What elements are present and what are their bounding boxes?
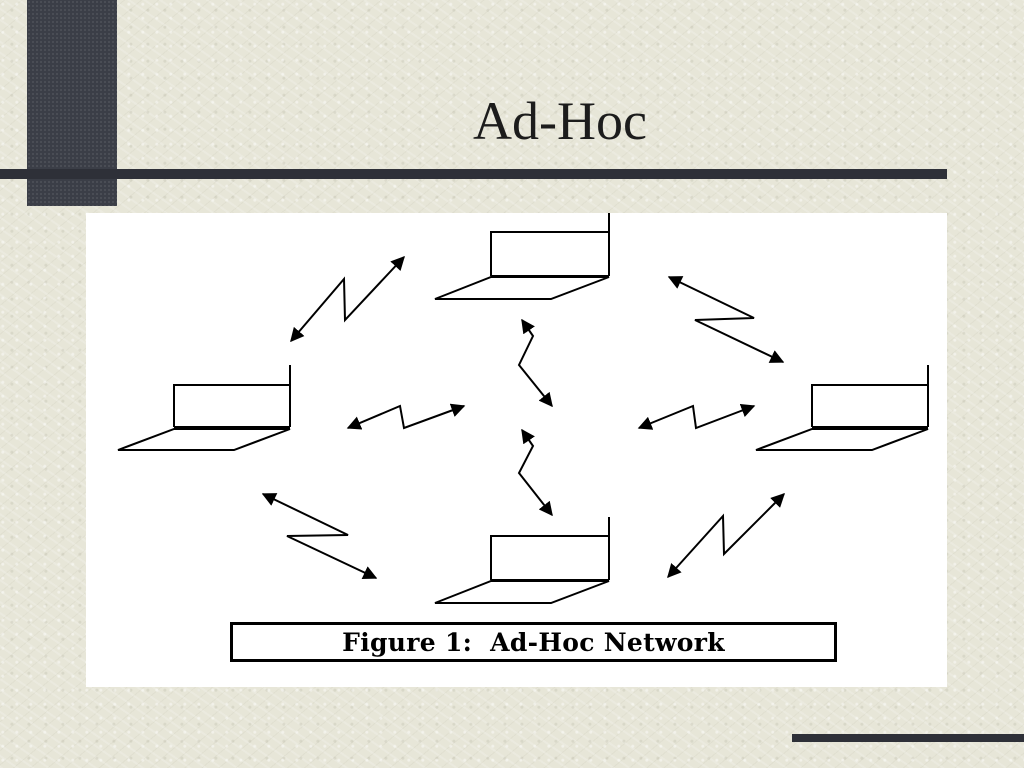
link-bottom-right — [667, 493, 785, 579]
link-top-center — [517, 318, 553, 408]
laptop-bottom-icon — [434, 517, 610, 604]
link-right-center — [637, 403, 756, 430]
figure-caption-box: Figure 1: Ad-Hoc Network — [230, 622, 837, 662]
slide-title: Ad-Hoc — [473, 91, 647, 151]
link-top-right — [667, 276, 785, 363]
link-top-left — [290, 255, 405, 343]
link-bottom-center — [517, 428, 553, 517]
footer-accent-line — [792, 734, 1024, 742]
laptop-left-icon — [117, 365, 291, 451]
link-bottom-left — [261, 493, 378, 579]
ad-hoc-network-figure: Figure 1: Ad-Hoc Network — [86, 213, 947, 687]
network-diagram — [117, 213, 929, 604]
laptop-top-icon — [434, 213, 610, 300]
figure-caption: Figure 1: Ad-Hoc Network — [342, 627, 725, 657]
laptop-right-icon — [755, 365, 929, 451]
link-left-center — [346, 403, 466, 430]
title-divider-line — [0, 169, 947, 179]
